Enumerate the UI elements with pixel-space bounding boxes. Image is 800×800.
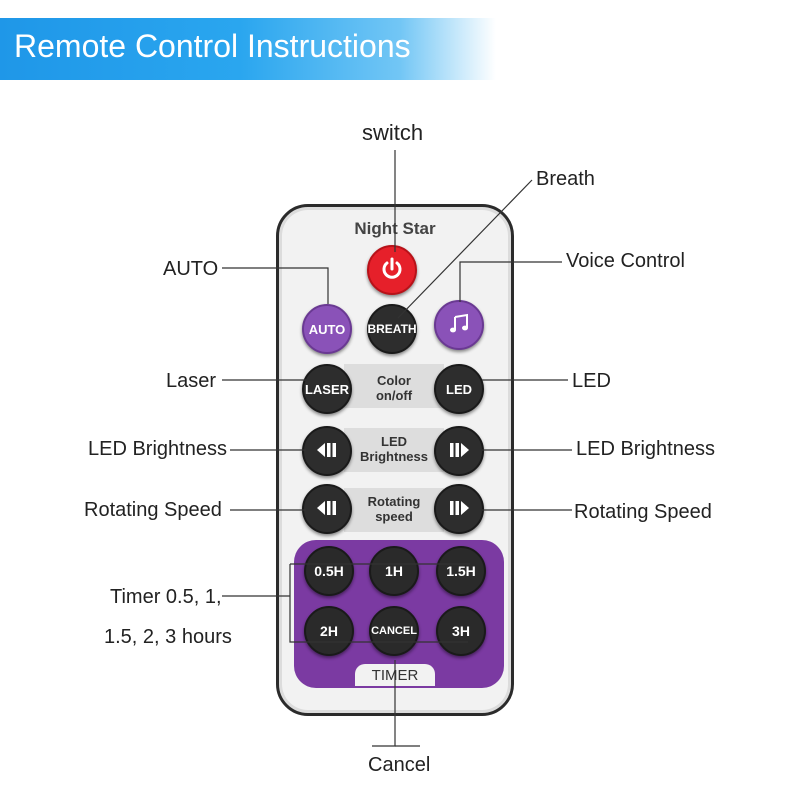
timer-0-5h-label: 0.5H: [314, 563, 344, 579]
auto-button-label: AUTO: [308, 321, 346, 337]
breath-button[interactable]: BREATH: [367, 304, 417, 354]
timer-0-5h-button[interactable]: 0.5H: [304, 546, 354, 596]
timer-1h-label: 1H: [385, 563, 403, 579]
cancel-label: Cancel: [368, 754, 431, 776]
rotating-speed-band: [344, 488, 444, 532]
timer-1h-button[interactable]: 1H: [369, 546, 419, 596]
timer-2h-button[interactable]: 2H: [304, 606, 354, 656]
title-banner: Remote Control Instructions: [0, 18, 800, 80]
rotating-speed-text-line2: speed: [375, 509, 413, 524]
auto-label: AUTO: [163, 258, 219, 280]
rewind-icon: [315, 499, 339, 520]
voice-control-button[interactable]: [434, 300, 484, 350]
rewind-icon: [315, 441, 339, 462]
power-icon: [379, 256, 405, 285]
power-button[interactable]: [367, 245, 417, 295]
auto-button[interactable]: AUTO: [302, 304, 352, 354]
timer-1-5h-label: 1.5H: [446, 563, 476, 579]
fast-forward-icon: [447, 499, 471, 520]
rotating-speed-text-line1: Rotating: [367, 494, 421, 509]
color-onoff-text: Color on/off: [344, 373, 444, 403]
led-brightness-down-button[interactable]: [302, 426, 352, 476]
breath-button-label: BREATH: [367, 322, 417, 336]
rotating-speed-up-button[interactable]: [434, 484, 484, 534]
timer-3h-label: 3H: [452, 623, 470, 639]
cancel-button-label: CANCEL: [371, 624, 417, 637]
led-button-label: LED: [446, 381, 472, 397]
timer-3h-button[interactable]: 3H: [436, 606, 486, 656]
rotating-speed-text: Rotating speed: [344, 494, 444, 524]
led-brightness-text: LED Brightness: [344, 434, 444, 464]
cancel-button[interactable]: CANCEL: [369, 606, 419, 656]
led-label: LED: [572, 370, 611, 392]
led-brightness-band: [344, 428, 444, 472]
rotating-speed-down-button[interactable]: [302, 484, 352, 534]
led-brightness-up-button[interactable]: [434, 426, 484, 476]
remote-brand: Night Star: [354, 219, 436, 238]
switch-label: switch: [362, 120, 424, 145]
banner-title: Remote Control Instructions: [14, 28, 411, 64]
led-brightness-left-label: LED Brightness: [88, 438, 227, 460]
timer-label-line1: Timer 0.5, 1,: [110, 586, 222, 608]
timer-label-line2: 1.5, 2, 3 hours: [104, 626, 232, 648]
laser-label: Laser: [166, 370, 217, 392]
timer-1-5h-button[interactable]: 1.5H: [436, 546, 486, 596]
fast-forward-icon: [447, 441, 471, 462]
laser-button[interactable]: LASER: [302, 364, 352, 414]
color-text-line2: on/off: [375, 388, 413, 403]
led-brightness-text-line1: LED: [381, 434, 407, 449]
breath-label: Breath: [536, 168, 595, 190]
music-note-icon: [447, 312, 471, 339]
rotating-speed-left-label: Rotating Speed: [84, 499, 222, 521]
color-band: [344, 364, 444, 408]
rotating-speed-right-label: Rotating Speed: [574, 501, 712, 523]
led-button[interactable]: LED: [434, 364, 484, 414]
timer-panel-label: TIMER: [355, 664, 435, 686]
voice-control-label: Voice Control: [566, 250, 685, 272]
led-brightness-right-label: LED Brightness: [576, 438, 715, 460]
led-brightness-text-line2: Brightness: [360, 449, 428, 464]
timer-2h-label: 2H: [320, 623, 338, 639]
color-text-line1: Color: [377, 373, 411, 388]
laser-button-label: LASER: [304, 381, 350, 397]
